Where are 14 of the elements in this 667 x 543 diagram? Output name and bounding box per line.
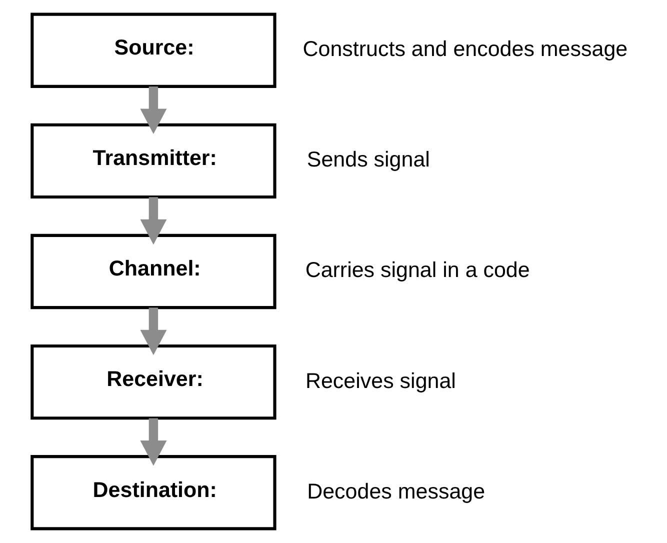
arrow (140, 197, 167, 245)
node-box: Channel: (30, 234, 276, 310)
arrow (140, 418, 167, 466)
node-box: Destination: (30, 455, 276, 530)
node-label: Carries signal in a code (305, 258, 530, 282)
node-label: Constructs and encodes message (302, 37, 628, 62)
node-box: Receiver: (30, 344, 276, 420)
node-box: Source: (30, 12, 276, 88)
arrow (140, 86, 167, 134)
node-label: Sends signal (306, 148, 430, 172)
node-label: Receives signal (305, 368, 456, 393)
node-label: Decodes message (307, 479, 486, 504)
arrow (140, 308, 167, 356)
node-box: Transmitter: (30, 123, 276, 199)
